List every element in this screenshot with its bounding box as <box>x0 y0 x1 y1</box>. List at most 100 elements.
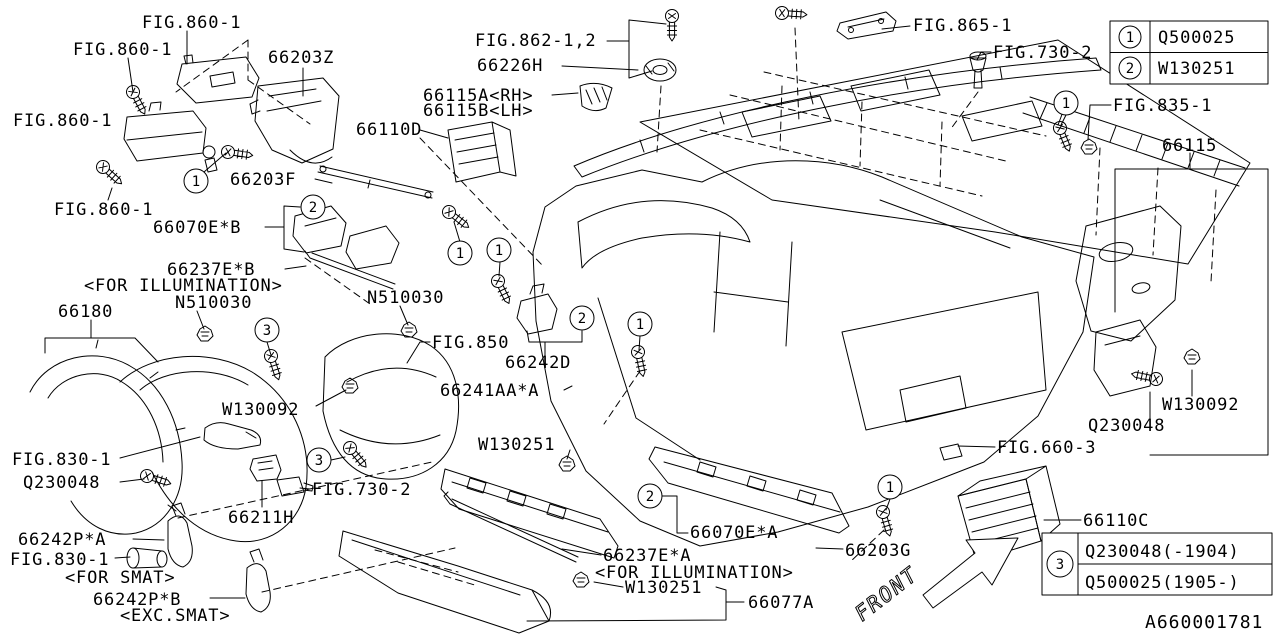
svg-text:3: 3 <box>1056 557 1064 573</box>
label-66077a: 66077A <box>748 593 814 613</box>
label-fig830-bottom: FIG.830-1 <box>10 550 109 570</box>
leader-lines <box>44 19 1269 622</box>
vent-66110c <box>957 465 1061 562</box>
label-66070ea: 66070E*A <box>690 523 778 543</box>
callout-1-d: 1 <box>627 311 653 337</box>
label-66115a-rh: 66115A<RH> <box>423 86 533 106</box>
knob-fig830 <box>203 422 262 450</box>
label-66070eb: 66070E*B <box>153 218 241 238</box>
label-w130251-bottom: W130251 <box>625 578 702 598</box>
striker-fig865 <box>836 11 897 40</box>
label-for-illumination-left: <FOR ILLUMINATION> <box>84 276 283 296</box>
label-fig850: FIG.850 <box>432 333 509 353</box>
label-66203g: 66203G <box>845 541 911 561</box>
callout-1-a: 1 <box>183 168 209 194</box>
front-label: FRONT <box>850 562 922 626</box>
main-panel-body <box>532 160 1095 547</box>
label-for-smat: <FOR SMAT> <box>65 568 175 588</box>
label-fig660: FIG.660-3 <box>997 438 1096 458</box>
label-66237eb: 66237E*B <box>167 260 255 280</box>
cone-bolt-fig730-top <box>969 51 987 89</box>
upper-defroster-panel <box>639 39 1251 265</box>
svg-text:1: 1 <box>636 317 644 333</box>
svg-text:2: 2 <box>646 489 654 505</box>
glove-door <box>338 530 552 634</box>
label-n510030-right: N510030 <box>367 288 444 308</box>
svg-text:1: 1 <box>456 246 464 262</box>
connector-fig730-mid <box>276 476 314 497</box>
label-for-illumination-bottom: <FOR ILLUMINATION> <box>595 563 794 583</box>
rail-right <box>648 446 850 534</box>
module-fig860-left <box>123 101 218 173</box>
label-66110d: 66110D <box>356 120 422 140</box>
right-lower-bracket <box>1093 319 1157 397</box>
label-66242pa: 66242P*A <box>18 530 106 550</box>
svg-text:1: 1 <box>192 174 200 190</box>
cylinder-fig830-bottom <box>126 547 168 569</box>
label-fig835: FIG.835-1 <box>1113 96 1212 116</box>
label-fig860-left: FIG.860-1 <box>13 111 112 131</box>
label-fig730-mid: FIG.730-2 <box>312 480 411 500</box>
svg-text:3: 3 <box>315 453 323 469</box>
label-w130092-right: W130092 <box>1162 395 1239 415</box>
label-66237ea: 66237E*A <box>603 546 691 566</box>
callout-3-a: 3 <box>254 317 280 343</box>
right-end-trim-66115 <box>1075 205 1182 342</box>
label-66110c: 66110C <box>1083 511 1149 531</box>
callout-3-b: 3 <box>306 447 332 473</box>
svg-text:3: 3 <box>263 323 271 339</box>
svg-text:W130251: W130251 <box>1158 59 1235 79</box>
svg-text:Q500025(1905-): Q500025(1905-) <box>1085 573 1240 593</box>
bracket-fig860-top <box>176 54 260 104</box>
label-w130251-mid: W130251 <box>478 435 555 455</box>
label-fig730-top: FIG.730-2 <box>993 43 1092 63</box>
label-fig830-left: FIG.830-1 <box>12 450 111 470</box>
legend-table-top: 1 2 Q500025 W130251 <box>1109 20 1269 85</box>
label-66203z: 66203Z <box>268 48 334 68</box>
rod-66237eb <box>304 250 396 290</box>
label-66242d: 66242D <box>505 353 571 373</box>
connector-66211h <box>249 454 282 482</box>
meter-visor <box>322 333 459 480</box>
svg-text:1: 1 <box>886 480 894 496</box>
label-fig860-upper-left: FIG.860-1 <box>73 40 172 60</box>
rail-66203f <box>317 165 434 199</box>
label-66180: 66180 <box>58 302 113 322</box>
label-66115: 66115 <box>1162 136 1217 156</box>
legend-table-bottom: 3 Q230048(-1904) Q500025(1905-) <box>1041 532 1273 596</box>
svg-text:2: 2 <box>1126 61 1134 77</box>
part-66203z <box>249 77 340 164</box>
label-66226h: 66226H <box>477 56 543 76</box>
bracket-66242d <box>516 283 558 335</box>
callout-2-b: 2 <box>569 305 595 331</box>
svg-text:Q230048(-1904): Q230048(-1904) <box>1085 542 1240 562</box>
label-n510030-left: N510030 <box>175 293 252 313</box>
diagram-code: A660001781 <box>1145 612 1263 633</box>
label-exc-smat: <EXC.SMAT> <box>120 606 230 626</box>
label-q230048-right: Q230048 <box>1088 416 1165 436</box>
callout-2-c: 2 <box>637 483 663 509</box>
label-66241aa: 66241AA*A <box>440 381 539 401</box>
label-66242pb: 66242P*B <box>93 590 181 610</box>
vent-fin-66115ab <box>579 82 613 112</box>
label-fig865: FIG.865-1 <box>913 16 1012 36</box>
label-fig860-lower-left: FIG.860-1 <box>54 200 153 220</box>
svg-text:2: 2 <box>578 311 586 327</box>
label-w130092-left: W130092 <box>222 400 299 420</box>
vent-66110d <box>447 121 517 183</box>
svg-text:1: 1 <box>495 243 503 259</box>
svg-text:2: 2 <box>309 200 317 216</box>
callout-1-b: 1 <box>447 240 473 266</box>
label-fig862: FIG.862-1,2 <box>475 31 596 51</box>
socket-66242pa <box>167 502 193 568</box>
brackets-66070eb <box>292 205 400 270</box>
svg-text:1: 1 <box>1126 30 1134 46</box>
callout-1-e: 1 <box>1053 90 1079 116</box>
label-fig860-top: FIG.860-1 <box>142 13 241 33</box>
svg-text:Q500025: Q500025 <box>1158 28 1235 48</box>
grommet-66226h <box>643 58 677 82</box>
callout-2-a: 2 <box>300 194 326 220</box>
socket-66242pb <box>245 548 271 613</box>
label-66115b-lh: 66115B<LH> <box>423 101 533 121</box>
illum-rod-66237ea <box>443 491 579 563</box>
